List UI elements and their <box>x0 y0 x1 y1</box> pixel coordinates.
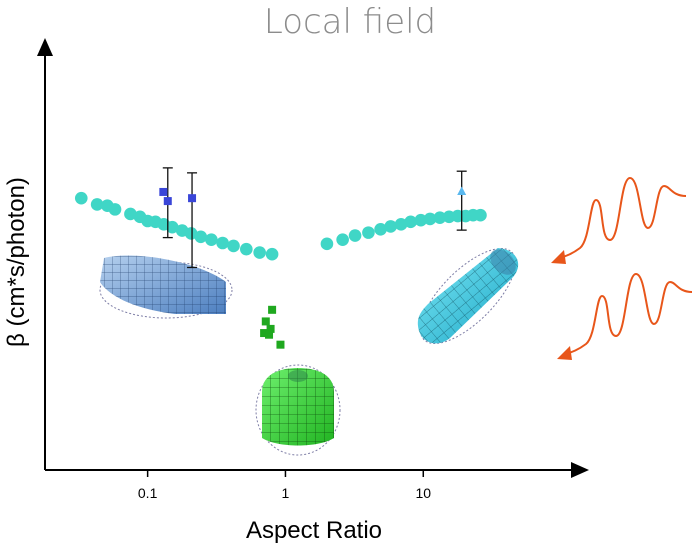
x-tick-label: 1 <box>282 485 290 501</box>
theory-point <box>362 226 375 239</box>
measured-point <box>188 194 197 203</box>
measured-point <box>159 187 168 196</box>
measured-point <box>276 340 285 349</box>
x-axis-label: Aspect Ratio <box>246 517 382 544</box>
measured-point <box>163 197 172 206</box>
theory-point <box>265 247 279 261</box>
theory-point <box>240 242 253 256</box>
theory-point <box>90 198 104 211</box>
theory-point <box>336 233 349 246</box>
measured-point <box>261 317 270 326</box>
theory-point <box>433 211 447 224</box>
theory-point <box>108 203 122 216</box>
theory-point <box>216 236 229 250</box>
theory-point <box>74 191 88 205</box>
theory-point <box>194 230 208 244</box>
x-axis-arrow-icon <box>571 462 589 478</box>
theory-point <box>384 220 397 233</box>
theory-point <box>414 213 428 227</box>
measured-point <box>265 330 274 339</box>
measured-point <box>268 305 277 314</box>
theory-point <box>474 208 487 222</box>
theory-point <box>166 220 179 234</box>
theory-point <box>348 229 362 242</box>
measured-point <box>260 329 269 338</box>
x-tick-label: 0.1 <box>138 485 158 501</box>
y-axis-arrow-icon <box>37 38 53 56</box>
y-axis-label: β (cm*s/photon) <box>3 177 30 347</box>
theory-point <box>320 237 334 251</box>
cube-illustration <box>255 364 341 456</box>
theory-point <box>423 212 437 226</box>
theory-point <box>404 215 417 229</box>
theory-point <box>205 233 218 246</box>
light-wave-icon-upper <box>551 176 687 264</box>
theory-point <box>124 207 137 221</box>
x-tick-label: 10 <box>415 485 431 501</box>
theory-point <box>253 246 266 259</box>
theory-point <box>184 227 198 240</box>
axes <box>37 38 589 478</box>
measured-point <box>457 186 467 196</box>
x-ticks: 0.1 1 10 <box>138 470 431 501</box>
measured-point <box>266 324 275 333</box>
theory-point <box>374 223 387 236</box>
theory-point <box>227 239 240 253</box>
prolate-rod-illustration <box>417 247 519 345</box>
theory-point <box>394 218 408 231</box>
oblate-spheroid-illustration <box>99 255 233 319</box>
data-marks <box>74 167 487 349</box>
chart-title: Local field <box>264 2 436 42</box>
light-wave-icon-lower <box>557 272 693 360</box>
